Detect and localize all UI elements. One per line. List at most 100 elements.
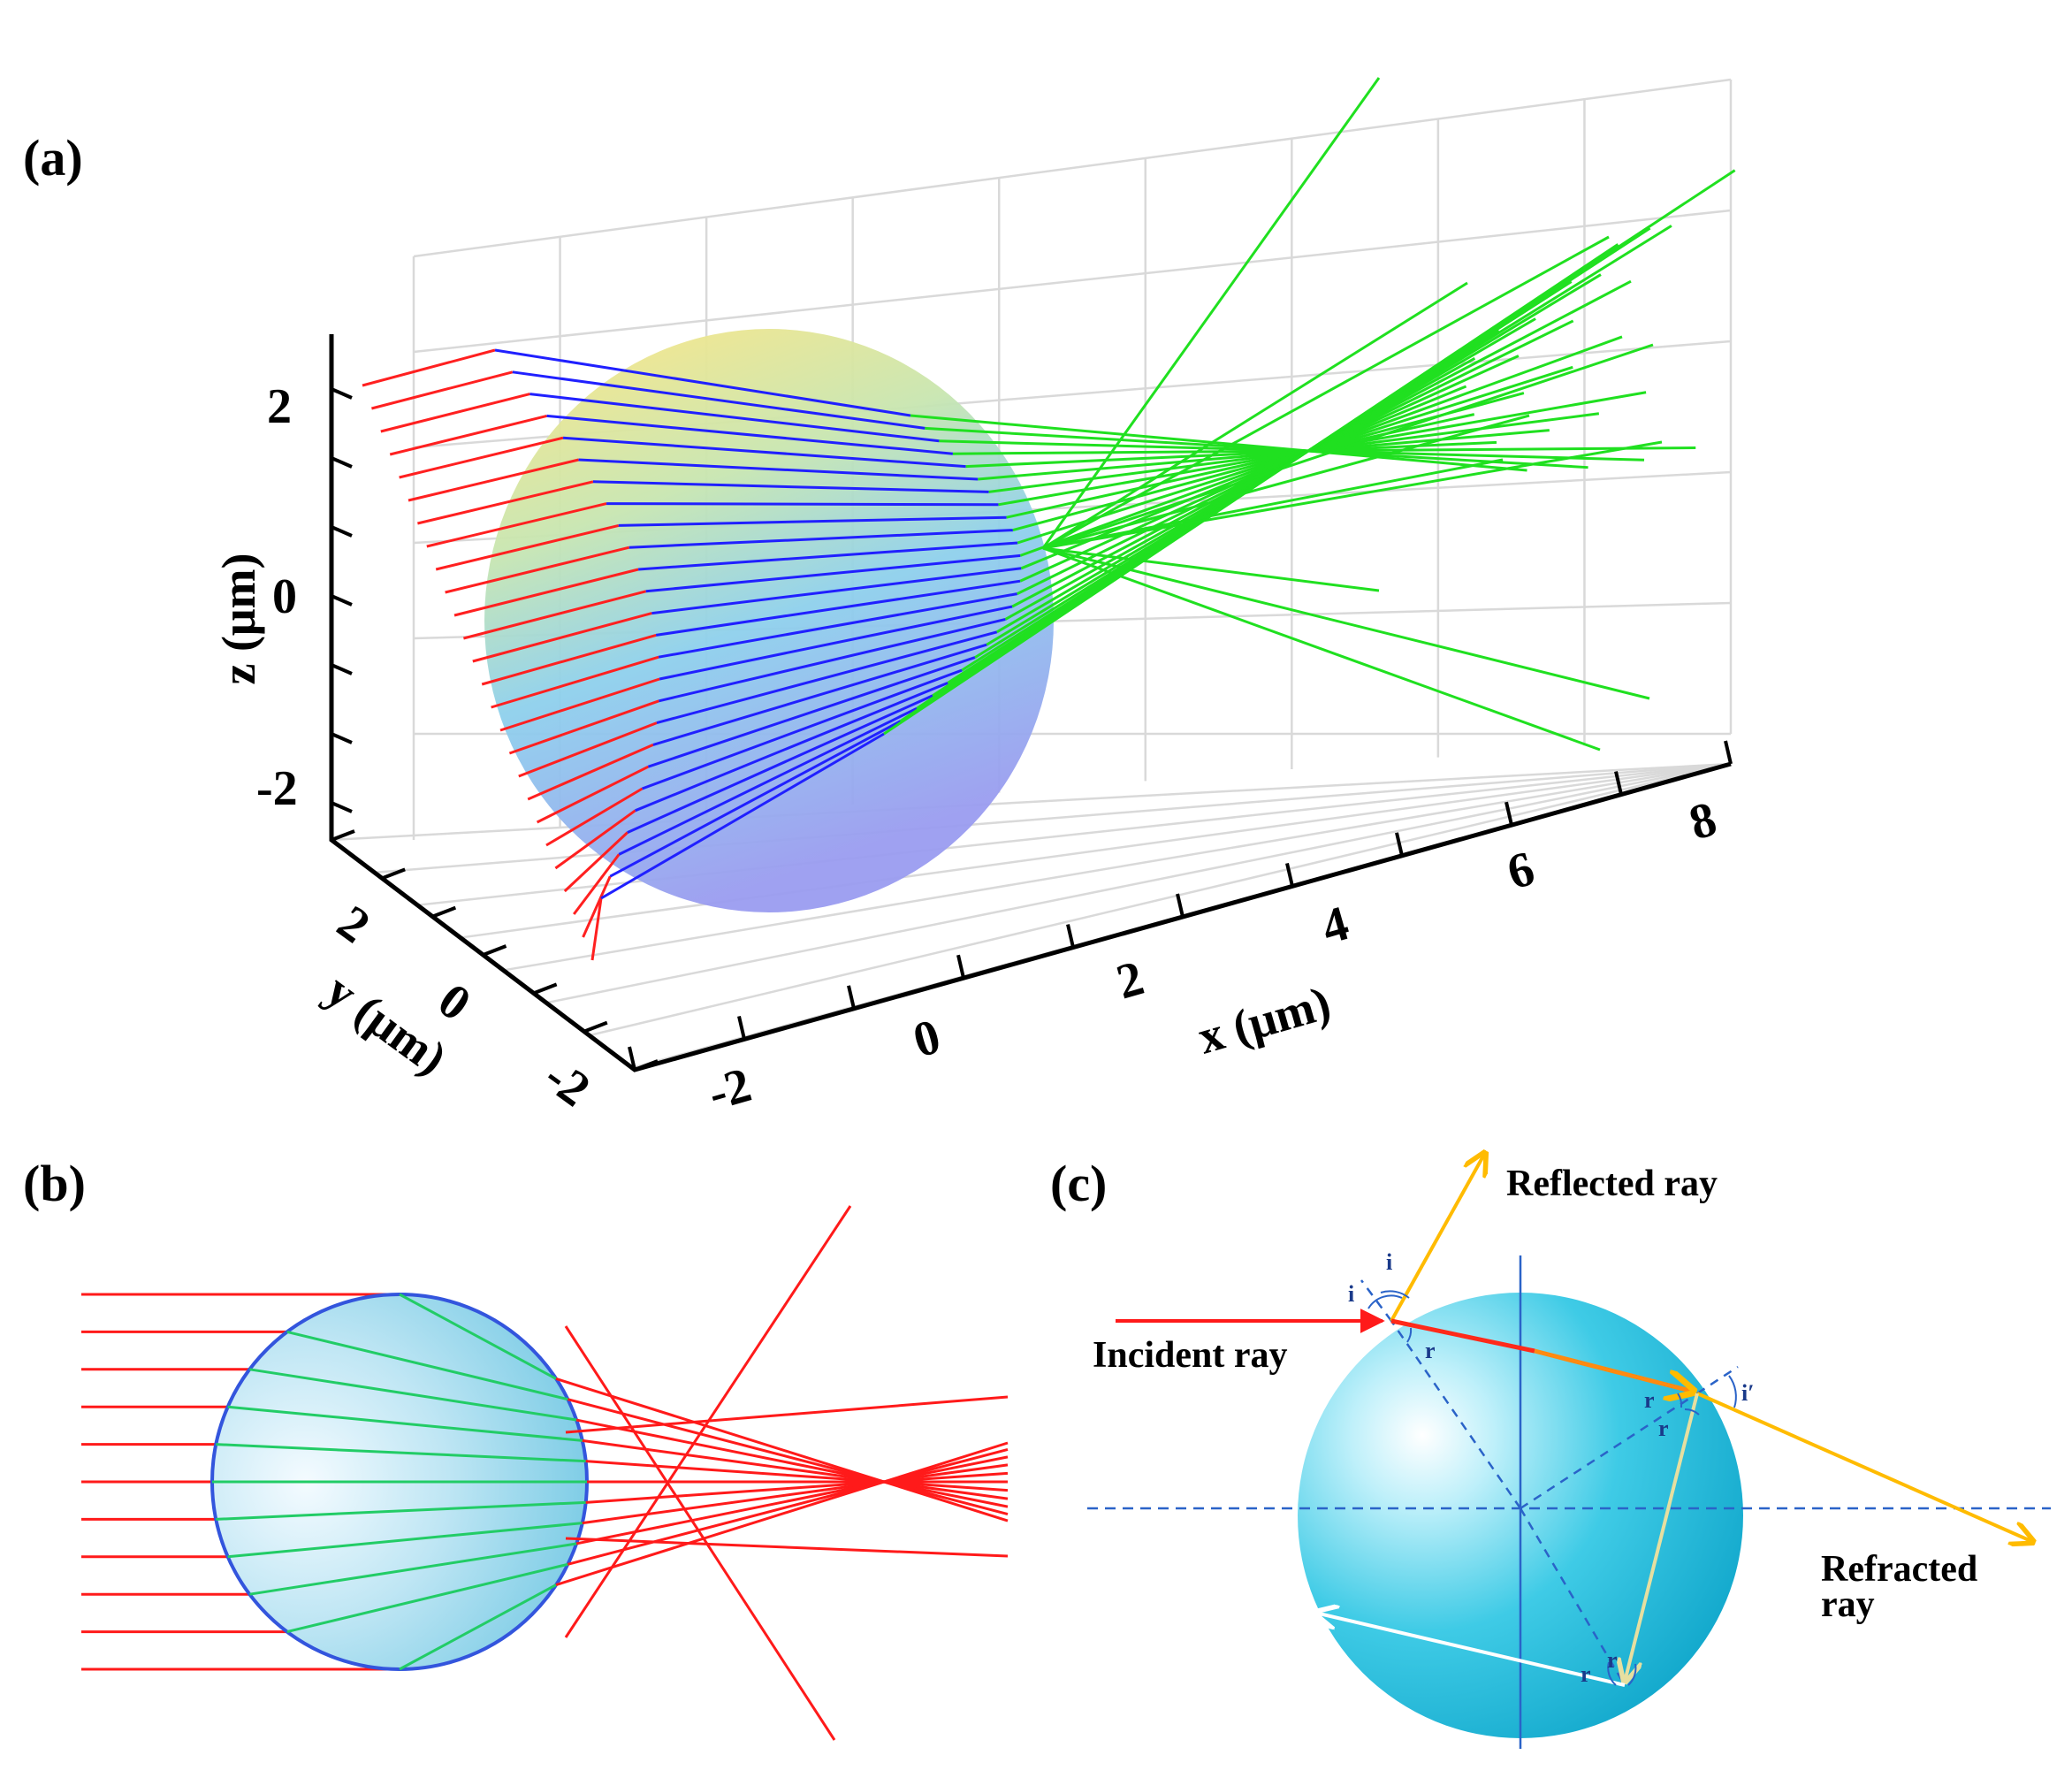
exit-ray-2d [555, 1377, 1009, 1522]
internal-ray-3d [529, 393, 940, 443]
exit-ray-2d [567, 1448, 1009, 1566]
x-axis-tick [1176, 893, 1185, 918]
internal-ray-2d [227, 1405, 583, 1442]
panel-a-sphere [484, 329, 1054, 912]
panel-c-label: (c) [1050, 1155, 1107, 1212]
internal-ray-3d [618, 706, 918, 856]
x-axis-tick [847, 985, 856, 1010]
x-axis-tick [1504, 801, 1513, 826]
incident-ray-3d [545, 787, 644, 847]
exit-ray-3d [1042, 281, 1468, 550]
internal-ray-2d [399, 1583, 557, 1671]
exit-ray-2d [565, 1395, 1009, 1434]
internal-ray-3d [562, 436, 966, 469]
panel-c-reflected-ray [1390, 1153, 1485, 1322]
incident-ray-3d [362, 348, 496, 387]
exit-ray-2d [565, 1537, 1009, 1558]
x-tick-6: 6 [1501, 841, 1540, 900]
incident-ray-3d [453, 568, 639, 617]
exit-ray-2d [582, 1463, 1009, 1525]
y-tick-2: 2 [327, 895, 379, 954]
reflected-ray-label: Reflected ray [1506, 1164, 1718, 1204]
z-axis-tick [331, 525, 353, 538]
x-axis-tick [737, 1015, 746, 1040]
y-axis-tick [532, 982, 558, 996]
internal-ray-3d [652, 643, 987, 746]
internal-ray-3d [618, 515, 1007, 527]
z-tick-0: 0 [272, 569, 297, 624]
exit-ray-2d [582, 1438, 1009, 1500]
panel-a: (a) 2 0 -2 z (μm) 2 0 -2 y (μm) -2 0 2 4… [23, 77, 1736, 1121]
incident-ray-3d [518, 721, 658, 778]
incident-ray-3d [563, 831, 628, 893]
panel-c-angle-arcs [1367, 1290, 1737, 1686]
x-axis-tick [1066, 924, 1075, 949]
z-tick-2: 2 [267, 379, 292, 434]
incident-ray-3d [435, 523, 620, 571]
incident-ray-3d [380, 393, 530, 433]
internal-ray-2d [216, 1500, 586, 1521]
incident-ray-3d [472, 612, 652, 663]
refracted-ray-label-2: ray [1821, 1584, 1875, 1625]
panel-a-axis-ticks [331, 387, 1733, 1072]
x-axis-tick [1285, 862, 1294, 887]
incident-ray-3d [408, 458, 579, 502]
x-tick-4: 4 [1315, 896, 1354, 955]
panel-b-rays [212, 1205, 1009, 1741]
incident-ray-3d [417, 480, 594, 525]
angle-i-prime: i′ [1741, 1380, 1755, 1406]
panel-c-internal-ray [1625, 1393, 1699, 1682]
internal-ray-3d [600, 732, 885, 900]
x-axis-tick [628, 1046, 636, 1071]
refracted-ray-label-1: Refracted [1821, 1549, 1977, 1590]
panel-c-refracted-in-b [1534, 1348, 1694, 1392]
incident-ray-3d [426, 502, 607, 548]
panel-c-refracted-in-a [1390, 1318, 1535, 1354]
x-axis-tick [1724, 740, 1733, 765]
grid-line [589, 762, 1732, 1037]
exit-ray-3d [883, 243, 1619, 736]
exit-ray-3d [1042, 458, 1504, 550]
incident-ray-3d [590, 897, 603, 961]
exit-ray-3d [910, 414, 1527, 472]
internal-ray-3d [638, 541, 1018, 571]
grid-line [417, 762, 1732, 906]
internal-ray-3d [659, 617, 1006, 703]
incident-ray-3d [491, 655, 659, 709]
incident-ray-3d [554, 809, 636, 870]
incident-ray-3d [536, 765, 650, 824]
grid-line [331, 762, 1732, 842]
y-axis-tick [431, 905, 457, 919]
incident-ray-3d [582, 875, 612, 938]
panel-c-normals [1360, 1279, 1739, 1686]
angle-r-exit-2: r [1658, 1416, 1669, 1441]
panel-b-incoming-rays [81, 1293, 400, 1671]
x-axis-tick [1395, 832, 1404, 857]
exit-ray-3d [965, 440, 1497, 469]
exit-ray-2d [564, 1325, 836, 1741]
incident-ray-3d [573, 853, 621, 915]
angle-r-exit-1: r [1644, 1387, 1655, 1413]
internal-ray-3d [642, 668, 963, 790]
panel-b: (b) [23, 1155, 1009, 1741]
x-tick-0: 0 [907, 1009, 946, 1068]
panel-a-rays [362, 77, 1736, 961]
x-axis-tick [956, 954, 965, 979]
exit-ray-2d [567, 1398, 1009, 1515]
y-tick-neg2: -2 [534, 1049, 599, 1118]
grid-line [545, 762, 1732, 1004]
internal-ray-2d [399, 1293, 557, 1380]
internal-ray-3d [606, 502, 999, 507]
grid-line [413, 78, 1732, 258]
z-axis-tick [331, 732, 353, 744]
internal-ray-3d [512, 370, 926, 430]
grid-line [413, 209, 1732, 354]
angle-i-top: i [1386, 1249, 1392, 1275]
x-axis-title: x (μm) [1192, 976, 1337, 1065]
internal-ray-3d [635, 682, 948, 813]
exit-ray-2d [585, 1471, 1009, 1504]
z-axis-tick [331, 663, 353, 675]
internal-ray-2d [286, 1330, 568, 1401]
incident-ray-3d [499, 677, 660, 732]
exit-ray-2d [575, 1418, 1009, 1508]
